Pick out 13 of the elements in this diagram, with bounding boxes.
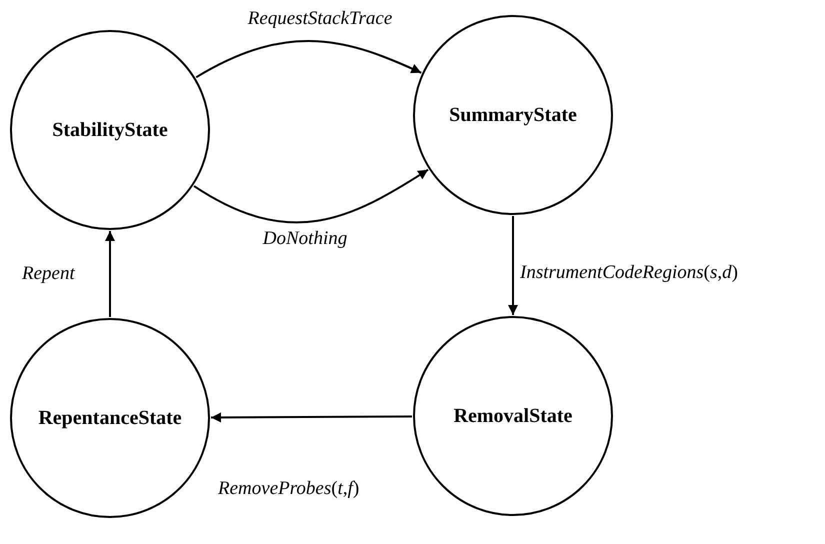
arrow (196, 40, 422, 78)
arrow (211, 412, 412, 422)
edge-label: DoNothing (262, 228, 348, 250)
state-name: RemovalState (454, 404, 572, 428)
arrow (508, 216, 518, 315)
edge-label: RemoveProbes(t,f) (218, 478, 360, 500)
state-name: RepentanceState (38, 406, 182, 430)
edge-label: InstrumentCodeRegions(s,d) (520, 262, 738, 284)
state-name: SummaryState (449, 104, 577, 126)
arrow (194, 168, 429, 224)
arrow (105, 231, 115, 317)
edge-label: RequestStackTrace (248, 8, 392, 30)
state-name: StabilityState (52, 118, 168, 142)
